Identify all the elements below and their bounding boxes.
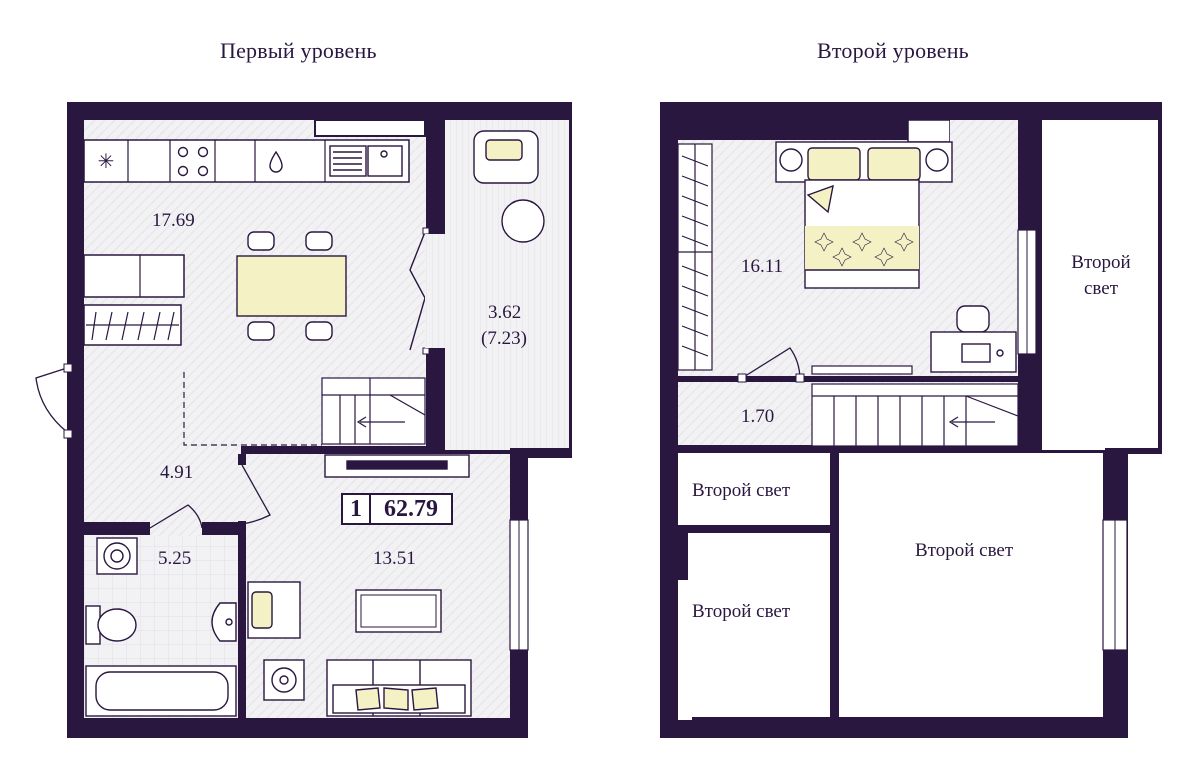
stove-icon	[177, 146, 209, 177]
speaker	[263, 659, 305, 701]
stairs-second	[811, 383, 1019, 447]
kitchen-area-label: 17.69	[152, 210, 195, 231]
rooms-count: 1	[343, 495, 371, 523]
first-level-plan: ✳	[35, 102, 572, 738]
first-level-title: Первый уровень	[220, 38, 377, 63]
void-right-label: Второй свет	[1056, 250, 1146, 302]
desk	[930, 305, 1017, 373]
water-icon	[269, 150, 283, 173]
balcony-total-label: (7.23)	[481, 328, 527, 349]
stairs-first	[321, 377, 426, 445]
fridge-icon: ✳	[98, 151, 115, 173]
void-small-label: Второй свет	[692, 480, 791, 501]
hall-floor	[84, 372, 241, 522]
summary-badge: 1 62.79	[341, 493, 453, 525]
bathroom-area-label: 5.25	[158, 548, 192, 569]
coffee-table	[355, 589, 442, 633]
armchair-living	[247, 581, 301, 639]
void-big-label: Второй свет	[915, 540, 1014, 561]
kitchen-counter	[83, 139, 410, 183]
sink-icon	[329, 145, 403, 177]
armchair-balcony	[473, 130, 539, 184]
kitchen-cabinet	[83, 254, 185, 298]
hall-area-label: 4.91	[160, 462, 194, 483]
wardrobe-second	[677, 143, 713, 371]
void-big	[839, 453, 1103, 717]
landing-area-label: 1.70	[741, 406, 775, 427]
tv-unit	[324, 454, 470, 478]
void-small	[678, 453, 830, 525]
dining-table	[236, 231, 347, 341]
second-level-title: Второй уровень	[817, 38, 969, 63]
washing-machine	[96, 537, 138, 575]
bedroom-area-label: 16.11	[741, 256, 784, 277]
living-area-label: 13.51	[373, 548, 416, 569]
total-area: 62.79	[384, 496, 438, 522]
void-left-label: Второй свет	[692, 601, 791, 622]
void-left	[688, 533, 830, 717]
bathtub	[85, 665, 237, 717]
balcony-area-label: 3.62	[488, 302, 522, 323]
second-level-plan	[660, 102, 1162, 738]
decor-stars	[814, 232, 914, 267]
void-right	[1042, 120, 1158, 450]
round-table	[501, 199, 545, 243]
washbasin	[211, 602, 237, 642]
void-right-line2: свет	[1083, 278, 1119, 299]
toilet	[85, 605, 137, 645]
tv-second	[811, 365, 913, 375]
void-right-line1: Второй	[1071, 252, 1131, 273]
sofa	[326, 659, 472, 717]
